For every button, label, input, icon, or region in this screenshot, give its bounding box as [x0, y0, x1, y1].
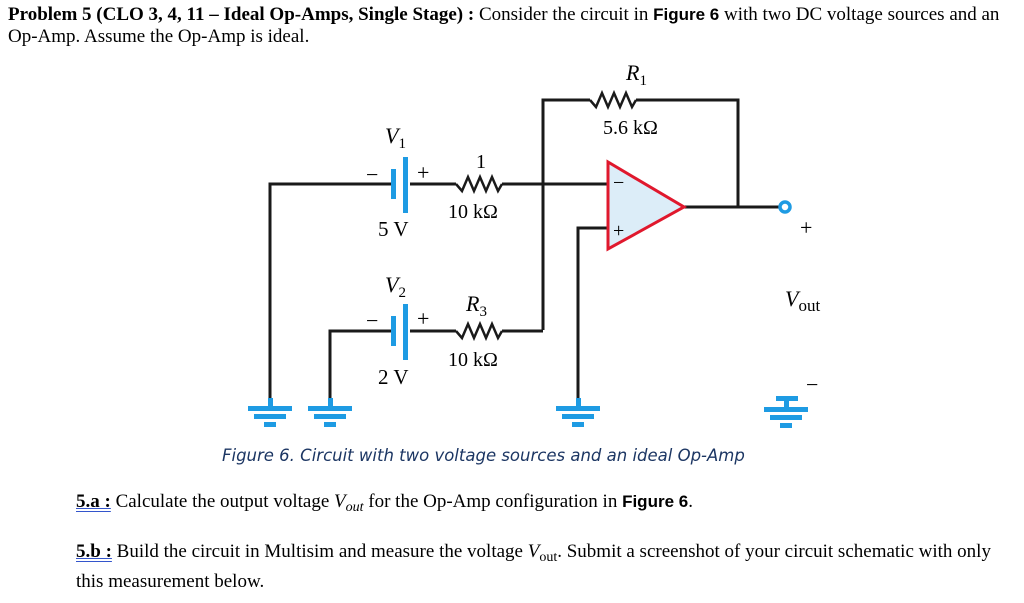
circuit-diagram: V1 − + 5 V 1 10 kΩ V2 − + 2 V R3 10 kΩ R… — [248, 60, 820, 428]
task-5b-vout: V — [527, 541, 540, 562]
output-plus: + — [800, 215, 812, 240]
r1-value: 5.6 kΩ — [603, 117, 658, 139]
resistor-r-input-1 — [455, 173, 504, 195]
problem-intro: Problem 5 (CLO 3, 4, 11 – Ideal Op-Amps,… — [8, 4, 1018, 48]
output-terminal-icon — [778, 200, 792, 214]
wires — [268, 98, 779, 400]
problem-title: Problem 5 (CLO 3, 4, 11 – Ideal Op-Amps,… — [8, 4, 475, 25]
v1-minus: − — [366, 162, 378, 187]
ground-icon — [764, 396, 808, 428]
resistor-r3 — [455, 320, 504, 342]
task-5a-label: 5.a : — [76, 491, 111, 512]
task-5a-text-2: for the Op-Amp configuration in — [363, 491, 623, 512]
v1-plus: + — [417, 160, 429, 185]
intro-text-2: with two DC voltage sources and an Op-Am… — [8, 4, 1000, 47]
r3-label: R3 — [465, 291, 487, 320]
v1-value: 5 V — [378, 217, 409, 241]
task-5a-figure-ref: Figure 6 — [622, 492, 689, 511]
v1-label: V1 — [385, 123, 406, 152]
task-5b: 5.b : Build the circuit in Multisim and … — [76, 540, 996, 594]
task-5a-vout: V — [334, 491, 346, 512]
task-5b-vout-sub: out — [539, 550, 558, 565]
intro-text-1: Consider the circuit in — [474, 4, 654, 25]
battery-v1-icon — [391, 157, 408, 213]
wire-feedback-right — [636, 98, 740, 207]
task-5b-label: 5.b : — [76, 541, 112, 562]
wire-noninv — [576, 226, 608, 400]
resistor-1-value: 10 kΩ — [448, 201, 498, 223]
figure-reference: Figure 6 — [653, 5, 720, 24]
resistor-r1 — [589, 89, 638, 111]
opamp-noninverting-sign: + — [613, 220, 624, 242]
task-5b-text-1: Build the circuit in Multisim and measur… — [111, 541, 528, 562]
task-5a-text-3: . — [688, 491, 693, 512]
v2-minus: − — [366, 308, 378, 333]
v2-value: 2 V — [378, 365, 409, 389]
opamp-inverting-sign: − — [613, 172, 624, 194]
task-5a-vout-sub: out — [345, 500, 364, 515]
v2-label: V2 — [385, 272, 406, 301]
resistor-1-label: 1 — [476, 151, 486, 173]
opamp-icon — [606, 159, 688, 252]
figure-caption: Figure 6. Circuit with two voltage sourc… — [222, 446, 745, 465]
vout-label: Vout — [785, 286, 820, 315]
wire-feedback-left — [541, 98, 590, 330]
r1-label: R1 — [625, 60, 647, 89]
r3-value: 10 kΩ — [448, 349, 498, 371]
ground-icon — [248, 398, 292, 427]
task-5a-text-1: Calculate the output voltage — [110, 491, 335, 512]
wire-v1-left — [268, 182, 392, 400]
ground-icon — [556, 398, 600, 427]
wire-v2-left — [328, 329, 392, 400]
output-minus: − — [806, 372, 818, 397]
battery-v2-icon — [391, 304, 408, 360]
ground-icon — [308, 398, 352, 427]
v2-plus: + — [417, 306, 429, 331]
task-5b-text-2: . Submit a screenshot of your circuit sc… — [76, 541, 991, 592]
task-5a: 5.a : Calculate the output voltage Vout … — [76, 490, 996, 520]
